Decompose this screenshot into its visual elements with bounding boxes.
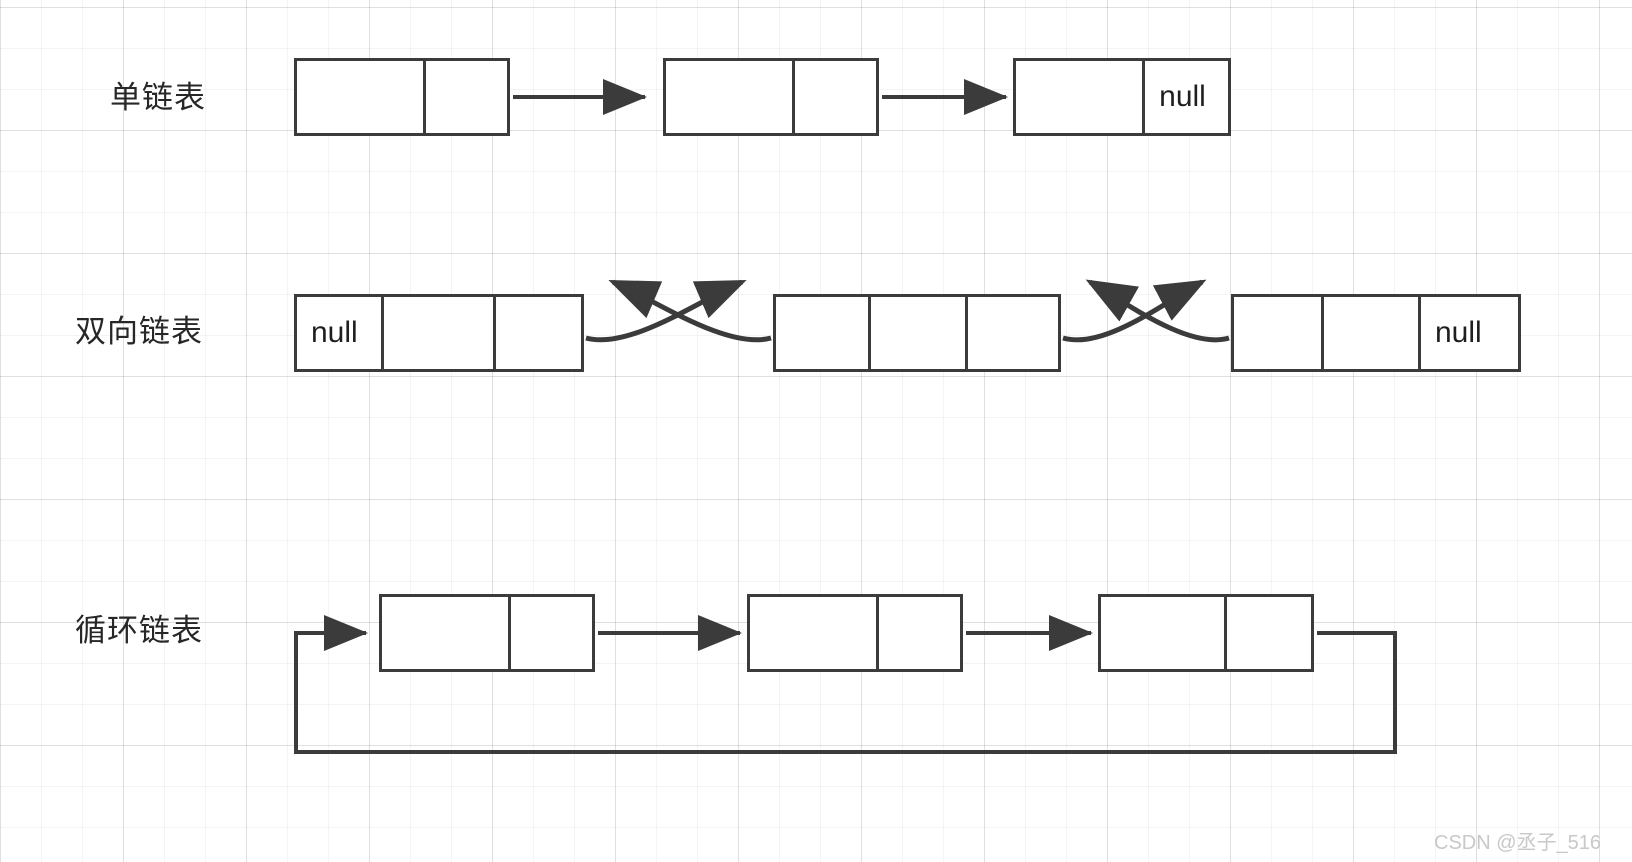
node-cell-next xyxy=(511,597,592,669)
row-label-singly: 单链表 xyxy=(110,80,206,115)
arrow-doubly-next-1 xyxy=(585,279,747,343)
node-doubly-3: null xyxy=(1231,294,1521,372)
node-cell-next xyxy=(968,297,1058,369)
arrow-doubly-prev-2 xyxy=(1085,279,1230,343)
node-cell-next xyxy=(496,297,581,369)
node-cell-next-null: null xyxy=(1145,61,1228,133)
node-doubly-1: null xyxy=(294,294,584,372)
node-cell-data xyxy=(871,297,968,369)
node-cell-prev xyxy=(776,297,871,369)
doubly-arrows xyxy=(585,279,1230,343)
node-doubly-2 xyxy=(773,294,1061,372)
row-label-doubly: 双向链表 xyxy=(75,314,203,349)
node-cell-data xyxy=(1101,597,1228,669)
node-singly-1 xyxy=(294,58,510,136)
node-cell-data xyxy=(297,61,427,133)
arrow-doubly-prev-1 xyxy=(608,279,772,343)
circular-arrows xyxy=(294,615,1397,754)
node-cell-next xyxy=(1227,597,1311,669)
node-cell-next xyxy=(426,61,507,133)
row-label-circular: 循环链表 xyxy=(75,613,203,648)
node-cell-data xyxy=(382,597,512,669)
node-cell-prev xyxy=(1234,297,1324,369)
node-circular-1 xyxy=(379,594,595,672)
node-cell-prev-null: null xyxy=(297,297,384,369)
node-singly-2 xyxy=(663,58,879,136)
arrow-circular-loopback xyxy=(294,615,1397,754)
node-cell-data xyxy=(666,61,796,133)
node-cell-data xyxy=(1324,297,1421,369)
node-cell-data xyxy=(384,297,496,369)
node-cell-next-null: null xyxy=(1421,297,1512,369)
node-cell-data xyxy=(750,597,880,669)
node-cell-next xyxy=(879,597,960,669)
node-circular-3 xyxy=(1098,594,1314,672)
node-circular-2 xyxy=(747,594,963,672)
node-cell-next xyxy=(795,61,876,133)
node-singly-3: null xyxy=(1013,58,1231,136)
csdn-watermark: CSDN @丞子_516 xyxy=(1434,832,1602,854)
node-cell-data xyxy=(1016,61,1146,133)
